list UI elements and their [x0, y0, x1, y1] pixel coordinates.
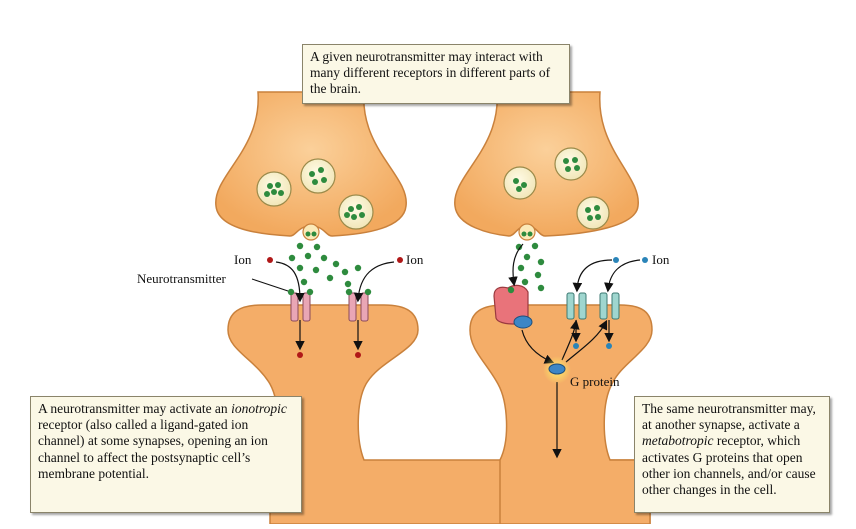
ion-flow-left — [275, 261, 395, 351]
postsynaptic-cell-right — [469, 304, 653, 525]
callout-metabotropic-text-a: The same neurotransmitter may, at anothe… — [642, 401, 816, 433]
vesicle-right-1 — [503, 166, 537, 200]
teal-channel-1 — [566, 292, 587, 320]
callout-metabotropic: The same neurotransmitter may, at anothe… — [634, 396, 830, 513]
label-g-protein: G protein — [570, 374, 620, 389]
signal-arrows-right — [508, 243, 641, 459]
callout-metabotropic-term: metabotropic — [642, 433, 714, 449]
ion-dot-left-d — [355, 352, 361, 358]
teal-channel-2 — [599, 292, 620, 320]
callout-top: A given neurotransmitter may interact wi… — [302, 44, 570, 104]
vesicle-right-2 — [554, 147, 588, 181]
vesicle-left-1 — [256, 171, 292, 207]
vesicle-left-2 — [300, 158, 336, 194]
callout-ionotropic-text-b: receptor (also called a ligand-gated ion… — [38, 417, 268, 481]
metabotropic-receptor — [493, 284, 533, 329]
callout-metabotropic-text-b: receptor, which activates G proteins tha… — [642, 433, 816, 498]
presynaptic-terminal-right — [454, 91, 639, 237]
vesicle-right-3 — [576, 196, 610, 230]
neurotransmitter-cloud-left — [288, 242, 362, 288]
label-neurotransmitter: Neurotransmitter — [137, 271, 226, 286]
ionotropic-channel-2 — [345, 288, 372, 322]
ionotropic-channel-1 — [287, 288, 314, 322]
ion-dot-left-a — [267, 257, 273, 263]
label-ion-left-a: Ion — [234, 252, 252, 267]
vesicle-left-3 — [338, 194, 374, 230]
neurotransmitter-cloud-right — [515, 242, 545, 292]
ion-dot-left-b — [397, 257, 403, 263]
ion-dot-right-a — [613, 257, 619, 263]
fusing-vesicle-right — [518, 223, 536, 241]
ion-dot-right-b — [642, 257, 648, 263]
ion-dot-left-c — [297, 352, 303, 358]
callout-ionotropic: A neurotransmitter may activate an ionot… — [30, 396, 302, 513]
callout-ionotropic-text-a: A neurotransmitter may activate an — [38, 401, 232, 416]
g-protein — [543, 356, 571, 384]
neurotransmitter-leader — [251, 278, 289, 292]
fusing-vesicle-left — [302, 223, 320, 241]
label-ion-right: Ion — [652, 252, 670, 267]
label-ion-left-b: Ion — [406, 252, 424, 267]
callout-ionotropic-term: ionotropic — [231, 401, 287, 416]
